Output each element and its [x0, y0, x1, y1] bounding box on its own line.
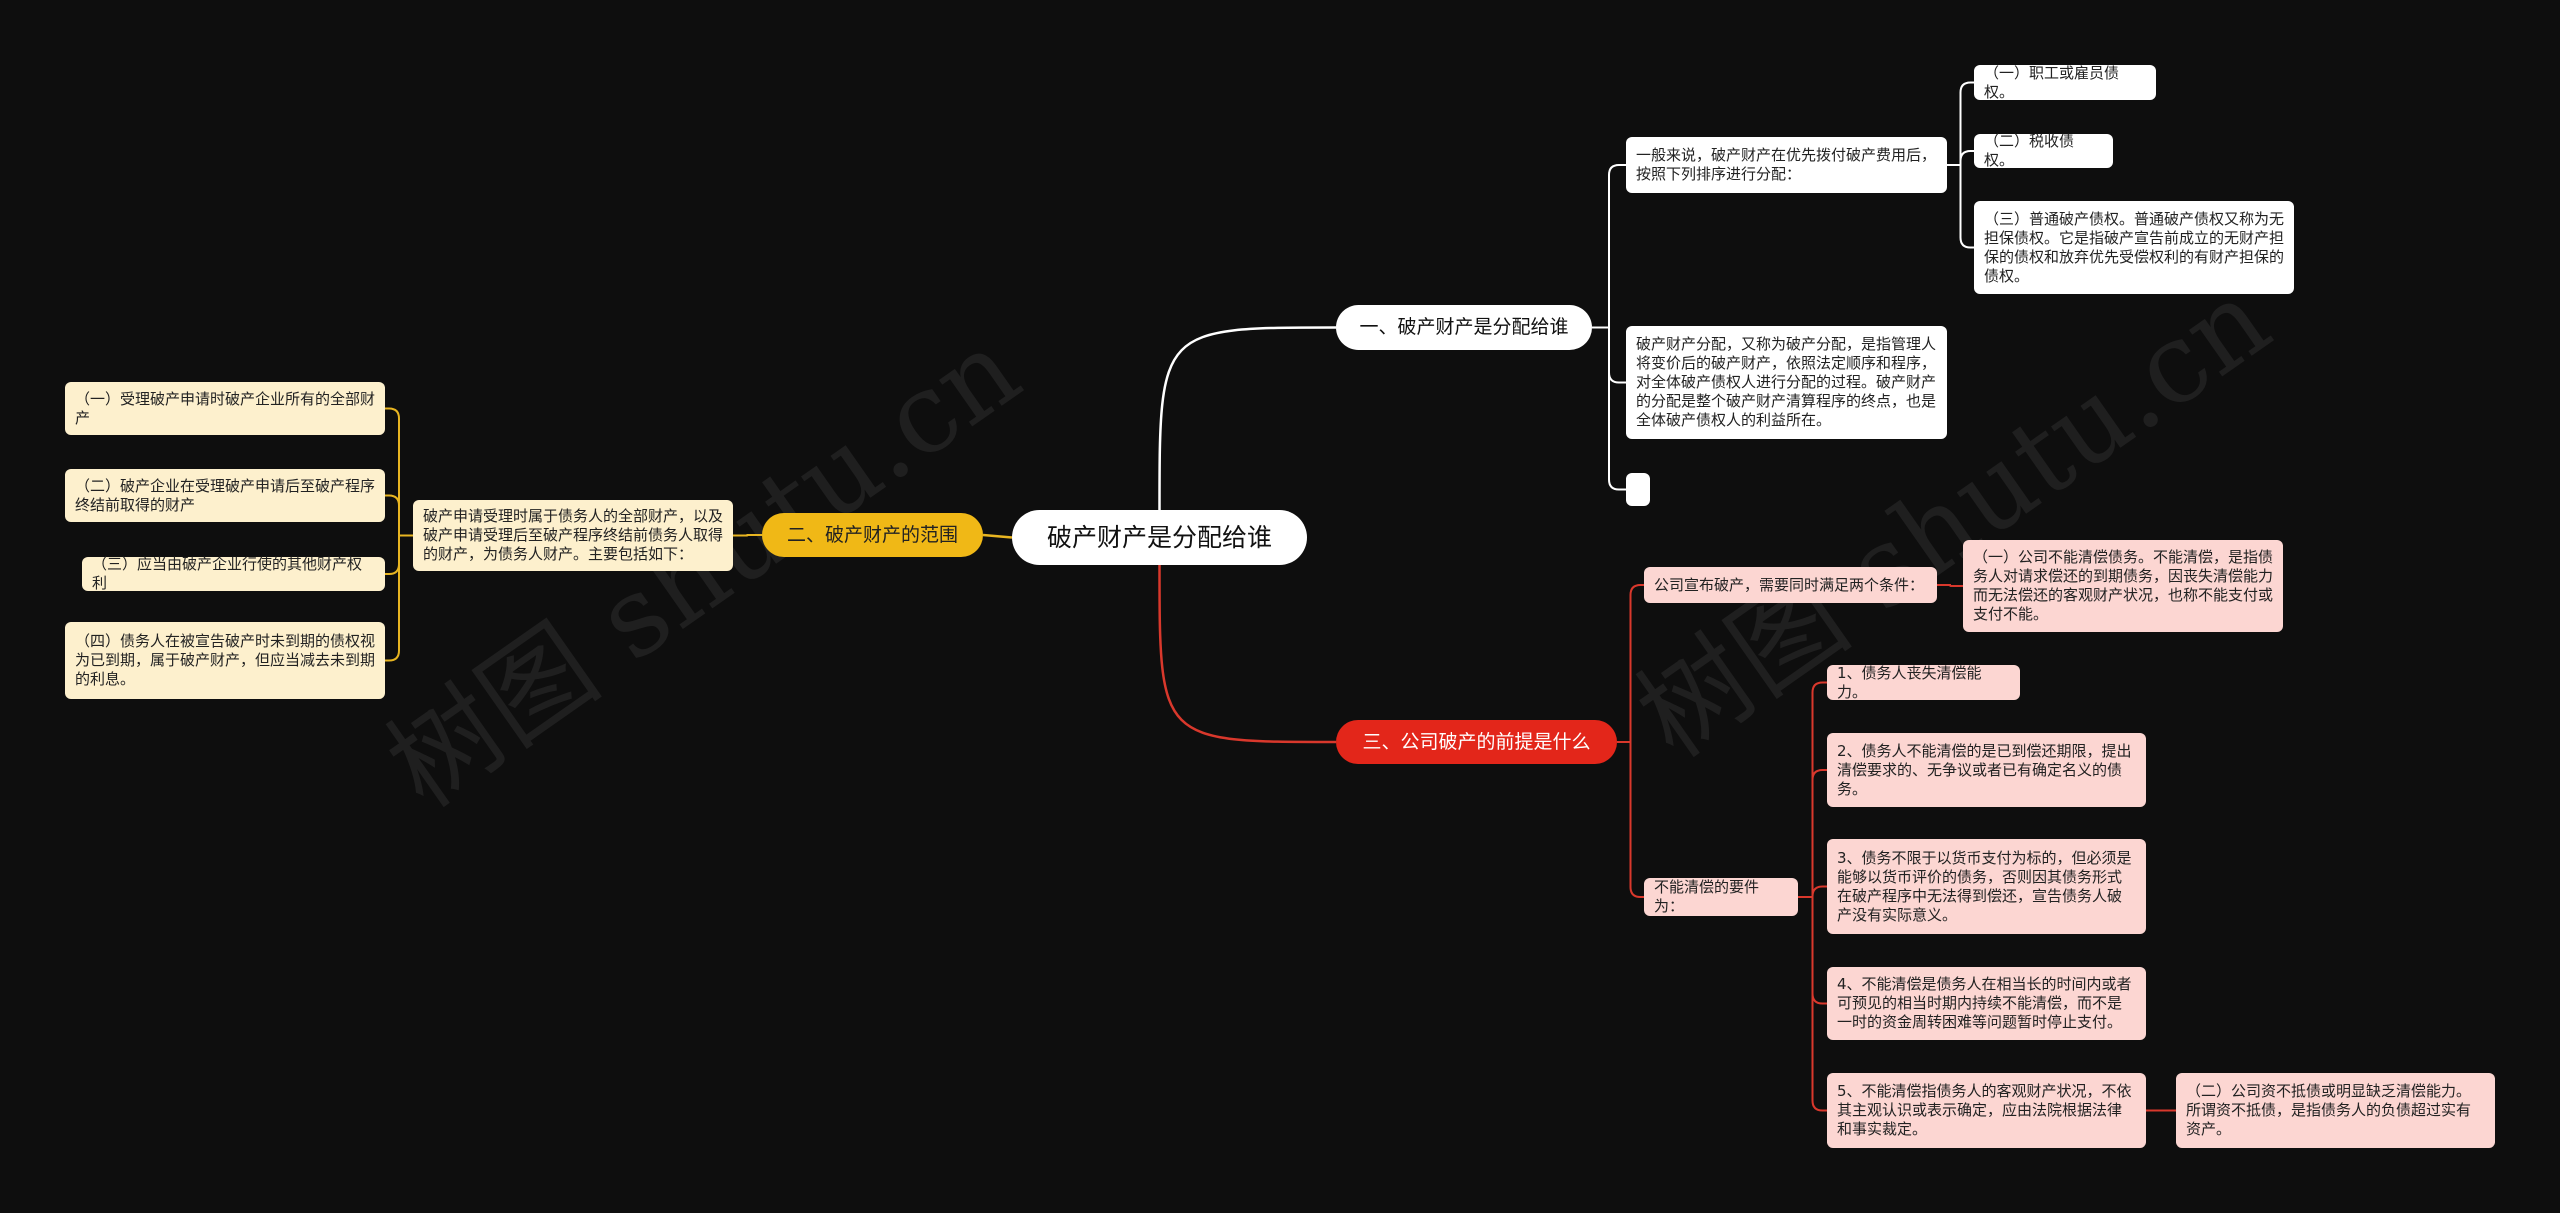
connector-line — [1617, 741, 1644, 898]
node-cannot-pay-debts[interactable]: （一）公司不能清偿债务。不能清偿，是指债务人对请求偿还的到期债务，因丧失清偿能力… — [1963, 540, 2283, 632]
node-distribution-definition[interactable]: 破产财产分配，又称为破产分配，是指管理人将变价后的破产财产，依照法定顺序和程序，… — [1626, 326, 1947, 439]
connector-line — [733, 534, 762, 537]
root-topic[interactable]: 破产财产是分配给谁 — [1012, 510, 1307, 565]
node-scope-item[interactable]: （三）应当由破产企业行使的其他财产权利 — [82, 555, 385, 592]
connector-line — [1798, 681, 1827, 898]
connector-line — [1947, 81, 1974, 166]
node-requirement-item[interactable]: 1、债务人丧失清偿能力。 — [1827, 664, 2020, 701]
connector-line — [385, 407, 413, 537]
connector-line — [1158, 326, 1337, 511]
node-empty[interactable] — [1626, 473, 1650, 506]
branch-scope[interactable]: 二、破产财产的范围 — [762, 513, 983, 557]
node-scope-item[interactable]: （一）受理破产申请时破产企业所有的全部财产 — [65, 382, 385, 435]
connector-line — [1158, 564, 1337, 744]
node-scope-item[interactable]: （二）破产企业在受理破产申请后至破产程序终结前取得的财产 — [65, 469, 385, 522]
node-distribution-order[interactable]: 一般来说，破产财产在优先拨付破产费用后，按照下列排序进行分配： — [1626, 137, 1947, 193]
connector-line — [385, 534, 413, 662]
node-general-claims[interactable]: （三）普通破产债权。普通破产债权又称为无担保债权。它是指破产宣告前成立的无财产担… — [1974, 201, 2294, 294]
connector-line — [385, 494, 413, 537]
connector-line — [1947, 164, 1974, 249]
node-insolvency-requirements[interactable]: 不能清偿的要件为： — [1644, 878, 1798, 916]
node-tax-claims[interactable]: （二）税收债权。 — [1974, 132, 2113, 169]
branch-bankruptcy-premise[interactable]: 三、公司破产的前提是什么 — [1336, 720, 1617, 764]
connector-line — [1617, 584, 1644, 743]
connector-line — [1592, 164, 1626, 329]
node-debtor-property[interactable]: 破产申请受理时属于债务人的全部财产，以及破产申请受理后至破产程序终结前债务人取得… — [413, 500, 733, 571]
connector-line — [1592, 326, 1626, 491]
node-scope-item[interactable]: （四）债务人在被宣告破产时未到期的债权视为已到期，属于破产财产，但应当减去未到期… — [65, 622, 385, 699]
node-two-conditions[interactable]: 公司宣布破产，需要同时满足两个条件： — [1644, 567, 1937, 603]
connector-line — [1798, 769, 1827, 898]
node-requirement-item[interactable]: 2、债务人不能清偿的是已到偿还期限，提出清偿要求的、无争议或者已有确定名义的债务… — [1827, 733, 2146, 807]
node-employee-claims[interactable]: （一）职工或雇员债权。 — [1974, 64, 2156, 101]
node-requirement-item[interactable]: 3、债务不限于以货币支付为标的，但必须是能够以货币评价的债务，否则因其债务形式在… — [1827, 839, 2146, 934]
connector-line — [982, 533, 1013, 539]
node-requirement-item[interactable]: 5、不能清偿指债务人的客观财产状况，不依其主观认识或表示确定，应由法院根据法律和… — [1827, 1073, 2146, 1148]
branch-distribution[interactable]: 一、破产财产是分配给谁 — [1336, 305, 1592, 350]
connector-line — [1947, 150, 1974, 166]
node-requirement-item[interactable]: 4、不能清偿是债务人在相当长的时间内或者可预见的相当时期内持续不能清偿，而不是一… — [1827, 967, 2146, 1040]
connector-line — [1798, 896, 1827, 1112]
node-insufficient-assets[interactable]: （二）公司资不抵债或明显缺乏清偿能力。所谓资不抵债，是指债务人的负债超过实有资产… — [2176, 1073, 2495, 1148]
connector-line — [1937, 584, 1963, 587]
